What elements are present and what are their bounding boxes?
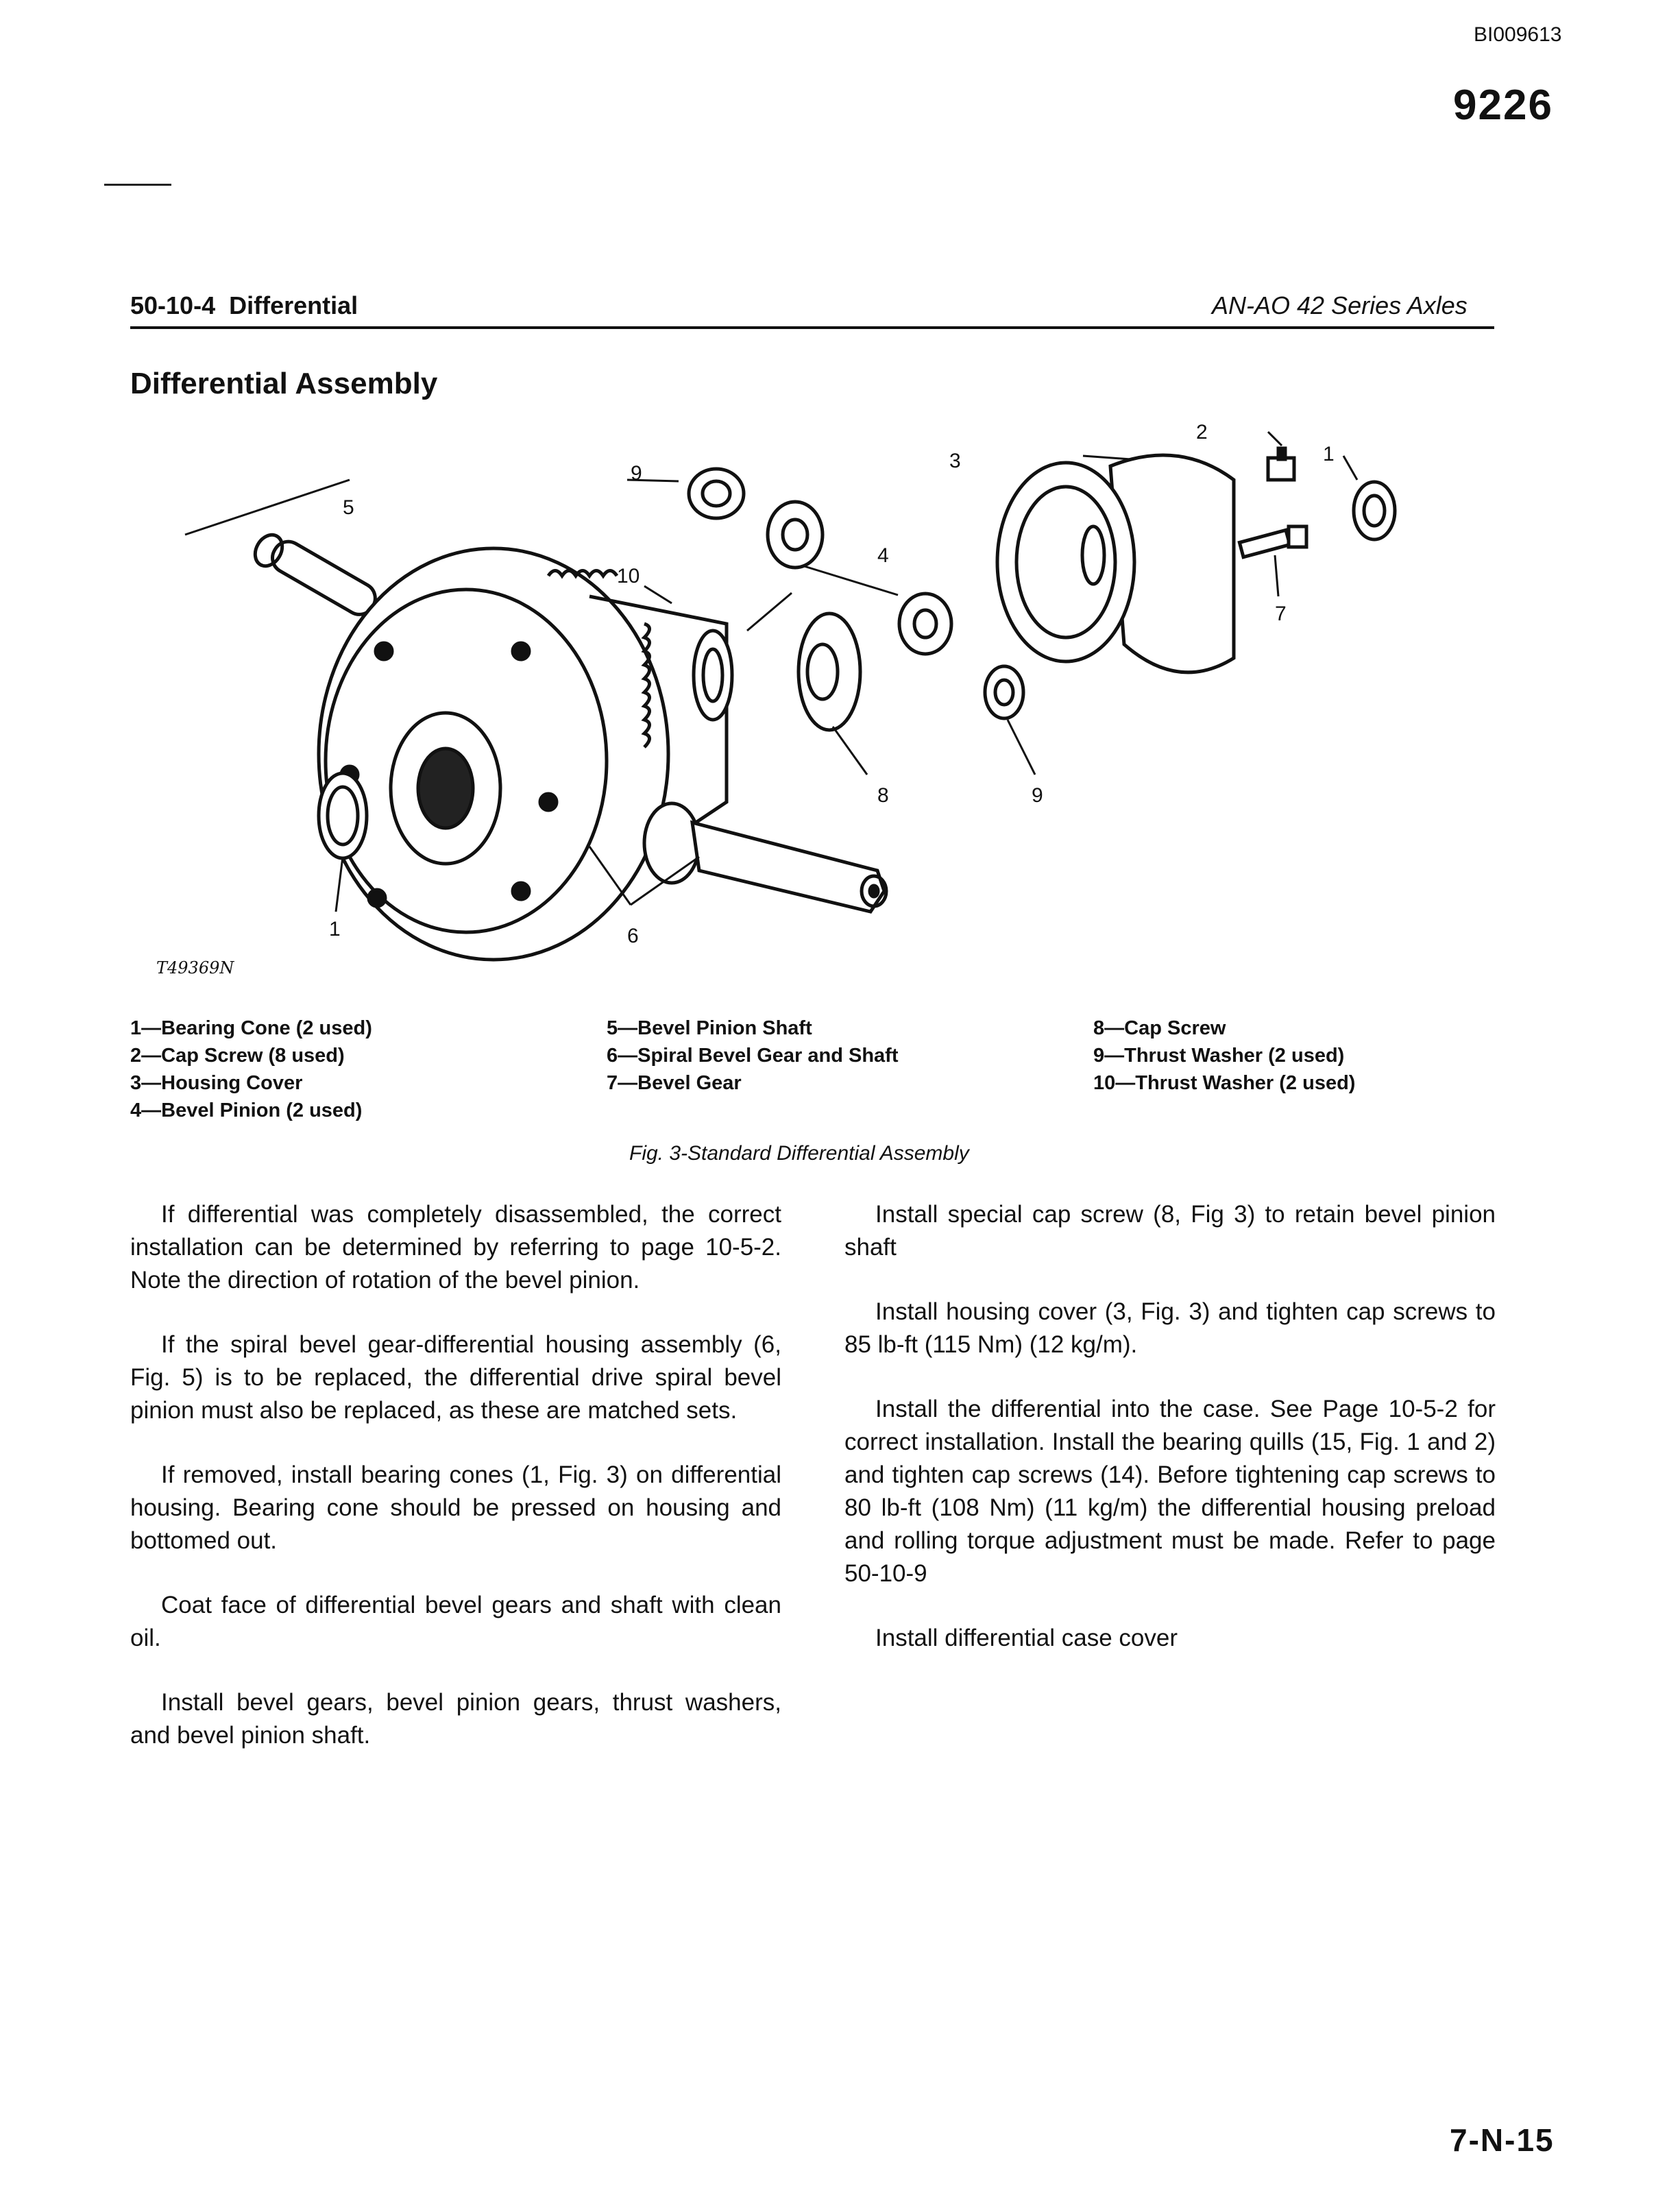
section-header: 50-10-4 Differential [130, 291, 358, 320]
leader-lines [184, 430, 1359, 912]
legend-item: 5—Bevel Pinion Shaft [607, 1017, 812, 1039]
legend-item: 10—Thrust Washer (2 used) [1093, 1072, 1356, 1094]
paragraph: Install bevel gears, bevel pinion gears,… [130, 1689, 781, 1749]
section-name: Differential [229, 291, 358, 319]
callout-label: 3 [949, 450, 961, 472]
body-column-left: If differential was completely disassemb… [130, 1198, 781, 1784]
section-code: 50-10-4 [130, 291, 216, 319]
paragraph: Install the differential into the case. … [844, 1396, 1496, 1587]
cap-screw-upper-drawing [1266, 446, 1296, 482]
bevel-pinion-right-drawing [897, 592, 953, 656]
paragraph: Install housing cover (3, Fig. 3) and ti… [844, 1298, 1496, 1358]
housing-cover-drawing [995, 453, 1236, 675]
legend-item: 2—Cap Screw (8 used) [130, 1045, 345, 1067]
bevel-gear-drawing [796, 611, 862, 732]
callout-label: 9 [631, 462, 642, 485]
callout-label: 9 [1032, 784, 1043, 807]
legend-item: 6—Spiral Bevel Gear and Shaft [607, 1045, 899, 1067]
legend-item: 8—Cap Screw [1093, 1017, 1226, 1039]
header-rule [130, 326, 1494, 329]
legend-item: 9—Thrust Washer (2 used) [1093, 1045, 1345, 1067]
document-id: BI009613 [1474, 23, 1562, 46]
footer-page-code: 7-N-15 [1450, 2122, 1555, 2158]
section-title: Differential Assembly [130, 367, 438, 400]
figure-code: T49369N [156, 958, 234, 977]
manual-title: AN-AO 42 Series Axles [1212, 291, 1468, 319]
exploded-differential-diagram: 5 9 10 4 8 9 3 2 1 7 1 6 [184, 421, 1397, 962]
legend-item: 3—Housing Cover [130, 1072, 303, 1094]
paragraph: If removed, install bearing cones (1, Fi… [130, 1461, 781, 1554]
callout-label: 1 [1323, 443, 1335, 465]
bevel-pinion-shaft-drawing [253, 533, 377, 616]
top-rule [104, 184, 171, 186]
legend-column: 8—Cap Screw 9—Thrust Washer (2 used) 10—… [1093, 1015, 1355, 1097]
callout-label: 5 [343, 496, 354, 519]
cap-screw-lower-drawing [1237, 524, 1308, 559]
bearing-cone-left-drawing [317, 771, 369, 860]
callout-label: 4 [877, 544, 889, 567]
paragraph: Install differential case cover [875, 1625, 1178, 1651]
paragraph: Install special cap screw (8, Fig 3) to … [844, 1201, 1496, 1261]
thrust-washer-upper-drawing [687, 467, 746, 520]
bearing-cone-right-drawing [1352, 480, 1397, 542]
legend-item: 4—Bevel Pinion (2 used) [130, 1100, 363, 1121]
legend-item: 7—Bevel Gear [607, 1072, 742, 1094]
callout-label: 8 [877, 784, 889, 807]
paragraph: If differential was completely disassemb… [130, 1201, 781, 1294]
callout-label: 2 [1196, 421, 1208, 444]
paragraph: Coat face of differential bevel gears an… [130, 1592, 781, 1651]
paragraph: If the spiral bevel gear-differential ho… [130, 1331, 781, 1424]
callout-label: 6 [627, 925, 639, 947]
figure-caption: Fig. 3-Standard Differential Assembly [629, 1142, 969, 1165]
thrust-washer-large-drawing [692, 629, 734, 722]
thrust-washer-lower-drawing [983, 664, 1025, 720]
spiral-bevel-shaft-drawing [642, 801, 888, 914]
callout-label: 10 [617, 565, 640, 587]
legend-column: 1—Bearing Cone (2 used) 2—Cap Screw (8 u… [130, 1015, 372, 1124]
page-number: 9226 [1453, 82, 1553, 129]
differential-housing-drawing [317, 546, 729, 962]
callout-label: 1 [329, 918, 341, 940]
callout-label: 7 [1275, 603, 1287, 625]
bevel-pinion-upper-drawing [766, 500, 825, 570]
body-column-right: Install special cap screw (8, Fig 3) to … [844, 1198, 1496, 1686]
legend-column: 5—Bevel Pinion Shaft 6—Spiral Bevel Gear… [607, 1015, 898, 1097]
legend-item: 1—Bearing Cone (2 used) [130, 1017, 372, 1039]
